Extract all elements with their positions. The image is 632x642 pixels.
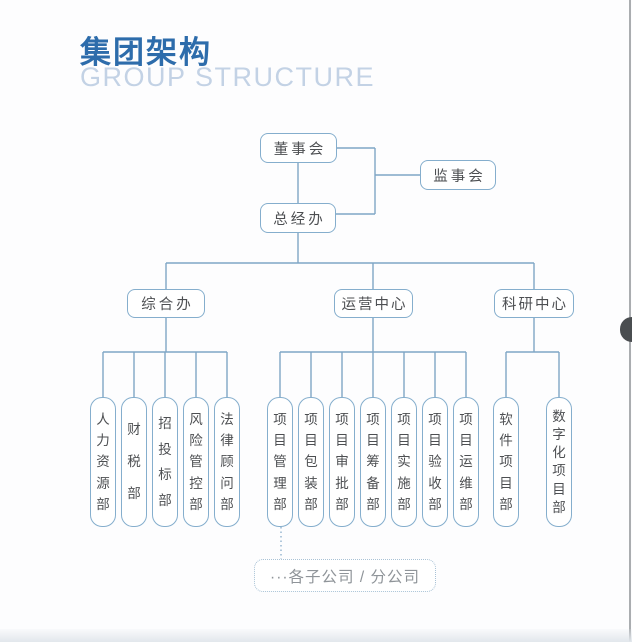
- dept-box-project-implementation: 项目实施部: [391, 397, 417, 527]
- dept-box-project-operations: 项目运维部: [453, 397, 479, 527]
- node-branch-general-office: 综合办: [127, 289, 205, 318]
- dept-box-risk-control: 风险管控部: [183, 397, 209, 527]
- dept-box-bidding: 招投标部: [152, 397, 178, 527]
- subsidiaries-note-box: ···各子公司 / 分公司: [254, 559, 436, 592]
- dept-box-software-project: 软件项目部: [493, 397, 519, 527]
- dept-box-finance-tax: 财税部: [121, 397, 147, 527]
- dept-box-project-acceptance: 项目验收部: [422, 397, 448, 527]
- dept-box-hr: 人力资源部: [90, 397, 116, 527]
- node-branch-research-center: 科研中心: [494, 289, 574, 318]
- dept-box-project-packaging: 项目包装部: [298, 397, 324, 527]
- node-supervisory: 监事会: [420, 160, 496, 190]
- dept-box-legal-counsel: 法律顾问部: [214, 397, 240, 527]
- page-subtitle: GROUP STRUCTURE: [80, 62, 376, 92]
- node-gm-office: 总经办: [260, 203, 336, 233]
- dept-box-project-management: 项目管理部: [267, 397, 293, 527]
- dept-box-project-preparation: 项目筹备部: [360, 397, 386, 527]
- bottom-edge-band: [0, 629, 632, 642]
- node-board: 董事会: [260, 133, 337, 163]
- node-branch-operations-center: 运营中心: [334, 289, 413, 318]
- dept-box-digitalization-project: 数字化项目部: [546, 397, 572, 527]
- page-title: 集团架构: [80, 35, 212, 71]
- dept-box-project-approval: 项目审批部: [329, 397, 355, 527]
- edge-handle[interactable]: [620, 317, 632, 342]
